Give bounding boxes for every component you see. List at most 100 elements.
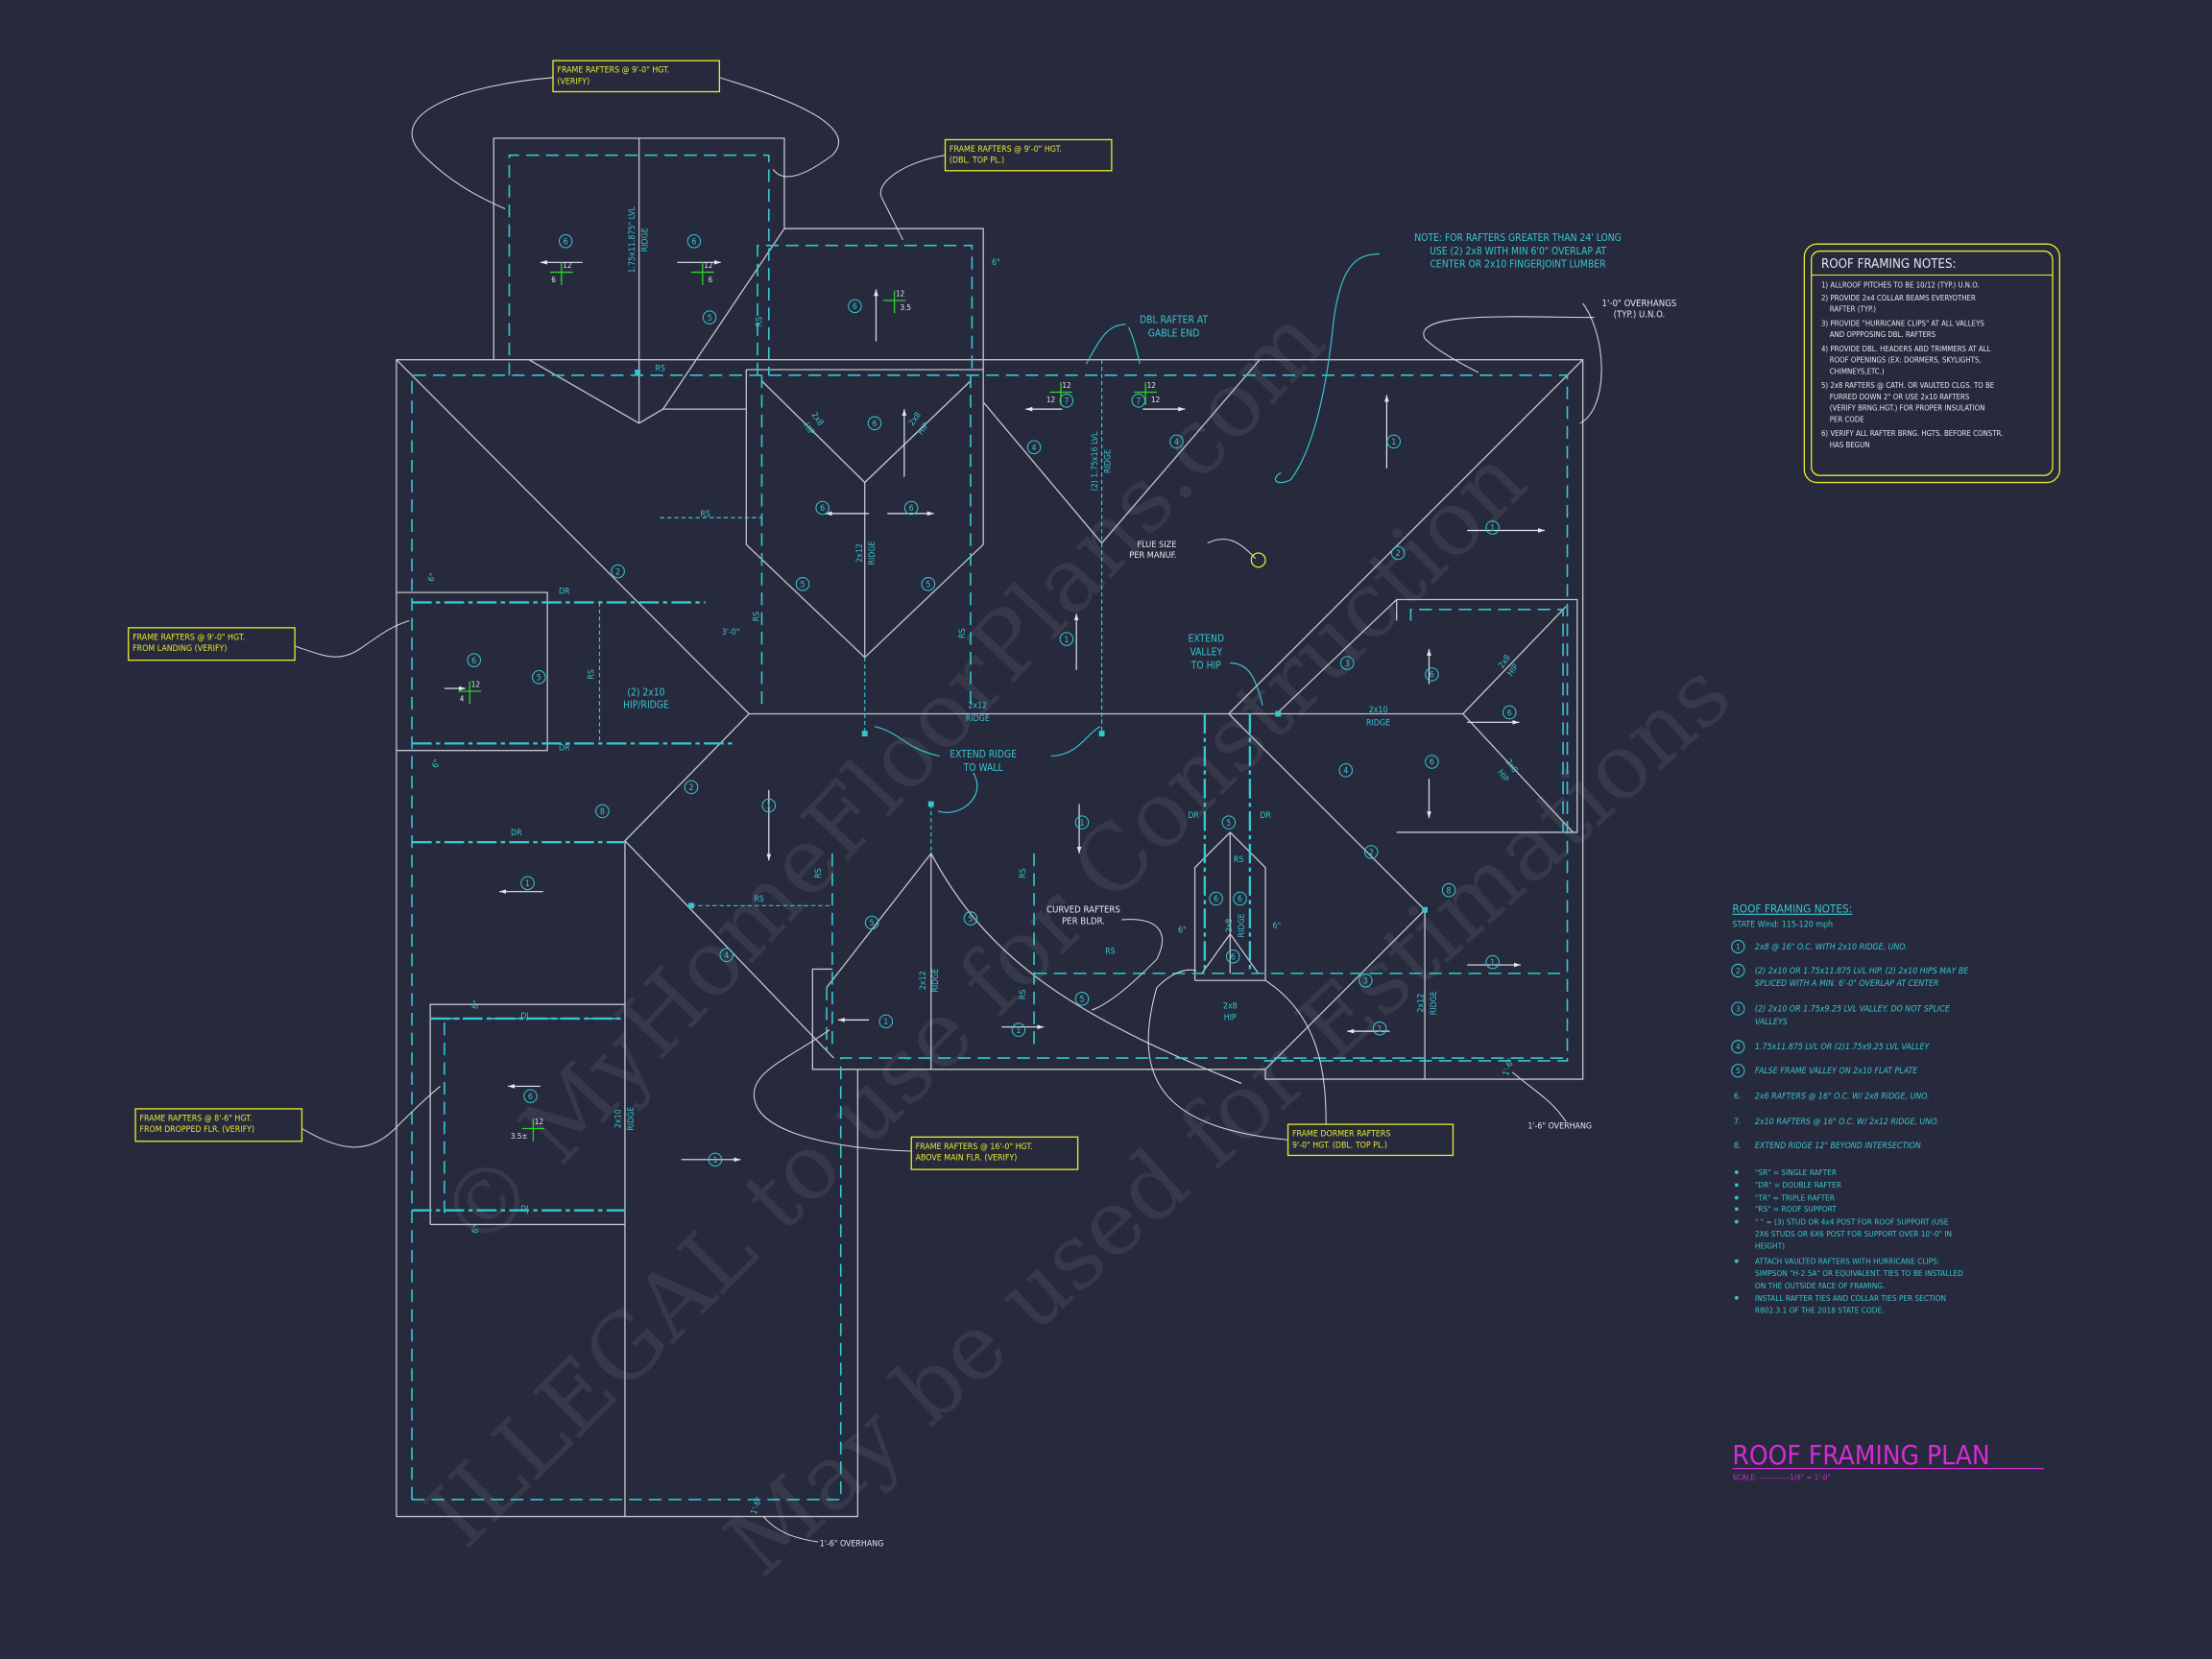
note-marker: 1 <box>1386 434 1402 449</box>
pitch-run: 12 <box>563 260 571 270</box>
legend-item: 7.2x10 RAFTERS @ 16" O.C. W/ 2x12 RIDGE,… <box>1734 1118 1939 1127</box>
note-marker: 1 <box>1074 815 1090 830</box>
marker-circle-icon <box>761 798 777 813</box>
framing-label: DR <box>1188 811 1199 821</box>
note-marker: 6 <box>848 299 862 314</box>
legend-bullet-text: R802.3.1 OF THE 2018 STATE CODE. <box>1755 1305 1885 1314</box>
marker-number: 1 <box>525 879 530 889</box>
marker-number: 7 <box>1136 397 1141 407</box>
framing-label: 2x10 <box>614 1109 624 1128</box>
framing-label: 2x8 <box>1225 919 1235 933</box>
legend-number: 2 <box>1736 966 1741 975</box>
marker-circle-icon <box>719 948 734 963</box>
framing-label: 6" <box>992 258 1000 268</box>
framing-label: 2x8 <box>1223 1002 1238 1012</box>
marker-number: 3 <box>1363 976 1368 986</box>
marker-number: 2 <box>615 567 620 577</box>
bullet-icon <box>1734 1207 1739 1212</box>
framing-label: RIDGE <box>1366 718 1390 728</box>
legend-bullet: "DR" = DOUBLE RAFTER <box>1734 1180 1841 1190</box>
framing-label: RS <box>700 510 710 519</box>
note-marker: 3 <box>1358 973 1373 988</box>
framing-label: 2x10 <box>1369 706 1388 715</box>
marker-number: 4 <box>1174 438 1179 447</box>
note-text: FLUE SIZE <box>1137 541 1176 550</box>
marker-number: 6 <box>1430 671 1434 681</box>
note-marker: 6 <box>1425 755 1439 769</box>
legend-bullet: "TR" = TRIPLE RAFTER <box>1734 1192 1835 1202</box>
drawing-scale: SCALE: ------------1/4" = 1'-0" <box>1732 1472 1830 1481</box>
marker-circle-icon <box>1425 755 1439 769</box>
marker-number: 1 <box>1490 524 1495 534</box>
framing-label: RIDGE <box>627 1107 637 1131</box>
note-marker: 5 <box>921 577 936 591</box>
bullet-icon <box>1734 1295 1739 1300</box>
marker-number: 1 <box>883 1018 888 1027</box>
note-marker: 7 <box>1059 394 1074 408</box>
marker-number: 4 <box>1032 444 1037 453</box>
marker-number: 6 <box>872 420 877 429</box>
notes-box-line: AND OPPPOSING DBL. RAFTERS <box>1830 330 1936 339</box>
support-points <box>635 369 1429 913</box>
note-marker: 6 <box>903 500 919 516</box>
pitch-rise: 6 <box>709 275 713 284</box>
marker-circle-icon <box>1358 973 1373 988</box>
framing-label: 1.75x11.875" LVL <box>628 206 637 274</box>
marker-number: 6 <box>1231 952 1236 962</box>
height-callout: FRAME RAFTERS @ 9'-0" HGT.(DBL. TOP PL.) <box>944 138 1113 172</box>
marker-number: 1 <box>1064 636 1069 645</box>
pitch-symbol: 126 <box>550 260 573 285</box>
bullet-icon <box>1734 1170 1739 1174</box>
framing-label: DR <box>511 829 522 838</box>
callout-text: 9'-0" HGT. (DBL. TOP PL.) <box>1292 1141 1387 1150</box>
height-callout: FRAME RAFTERS @ 16'-0" HGT.ABOVE MAIN FL… <box>910 1136 1079 1170</box>
framing-label: DJ <box>520 1205 528 1214</box>
framing-label: RIDGE <box>1430 991 1439 1015</box>
note-marker: 1 <box>1372 1021 1387 1036</box>
legend-bullet-text: " " = (3) STUD OR 4x4 POST FOR ROOF SUPP… <box>1755 1216 1949 1226</box>
notes-box-line: CHIMNEYS,ETC.) <box>1830 367 1885 375</box>
marker-circle-icon <box>1390 545 1406 561</box>
marker-circle-icon <box>1363 845 1379 859</box>
legend-number: 8. <box>1734 1142 1742 1151</box>
marker-circle-icon <box>595 804 610 819</box>
notes-box-line: PER CODE <box>1830 415 1864 423</box>
marker-circle-icon <box>1485 954 1500 970</box>
framing-label: RS <box>958 628 968 638</box>
marker-number: 1 <box>766 802 771 811</box>
marker-circle-icon <box>903 500 919 516</box>
pitch-run: 12 <box>1062 380 1070 390</box>
circled-number-icon <box>1731 1064 1745 1078</box>
framing-label: RIDGE <box>1238 913 1247 937</box>
legend-number: 3 <box>1736 1004 1741 1014</box>
pitch-rise: 12 <box>1046 395 1055 404</box>
note-text: USE (2) 2x8 WITH MIN 6'0" OVERLAP AT <box>1430 246 1606 257</box>
note-marker: 6 <box>1233 891 1247 906</box>
note-text: GABLE END <box>1148 327 1200 339</box>
marker-number: 1 <box>1016 1026 1021 1036</box>
marker-circle-icon <box>520 876 535 891</box>
marker-number: 7 <box>1064 397 1069 407</box>
marker-circle-icon <box>1338 763 1354 778</box>
circled-number-icon <box>1731 1001 1745 1016</box>
note-text: 1'-0" OVERHANGS <box>1602 299 1677 309</box>
note-marker: 5 <box>864 915 879 930</box>
height-callout: FRAME RAFTERS @ 8'-6" HGT.FROM DROPPED F… <box>134 1108 303 1142</box>
note-text: TO WALL <box>963 762 1004 774</box>
framing-label: RS <box>1019 868 1028 878</box>
marker-circle-icon <box>1485 520 1500 535</box>
marker-circle-icon <box>558 233 573 249</box>
notes-box-line: ROOF OPENINGS (EX: DORMERS, SKYLIGHTS, <box>1830 356 1982 365</box>
legend-bullet: ATTACH VAULTED RAFTERS WITH HURRICANE CL… <box>1734 1257 1963 1290</box>
marker-number: 1 <box>1490 958 1495 968</box>
legend-number: 4 <box>1736 1042 1741 1051</box>
marker-circle-icon <box>1502 705 1517 720</box>
pitch-rise: 3.5± <box>511 1131 528 1141</box>
marker-number: 6 <box>564 237 568 247</box>
